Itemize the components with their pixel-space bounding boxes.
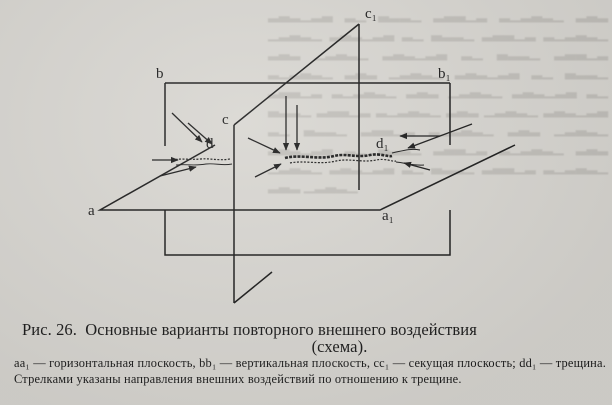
figure-number: Рис. 26. xyxy=(22,320,78,339)
arrow-icon xyxy=(254,163,282,178)
label-a1: a₁ xyxy=(382,208,394,224)
label-b: b xyxy=(156,66,164,82)
figure-legend: aa₁ — горизонтальная плоскость, bb₁ — ве… xyxy=(14,356,606,386)
label-b1: b₁ xyxy=(438,66,451,82)
bleed-through-texture: ▂▃▂▁▂▃ ▂▁ ▃▂▂▁ ▂▃▃▁▂ ▂▁▂▃▂▁ ▂▃▂ ▁▂▃▂▁ ▂▃… xyxy=(268,8,608,194)
label-d: d xyxy=(206,136,214,152)
arrow-icon xyxy=(403,161,431,171)
force-arrows xyxy=(152,96,473,178)
figure-title-scheme: (схема). xyxy=(311,337,368,356)
secant-plane-cc1 xyxy=(233,23,360,304)
planes-diagram: c₁ b b₁ c d d₁ a a₁ xyxy=(88,6,516,304)
label-c: c xyxy=(222,112,229,128)
arrow-icon xyxy=(159,165,197,177)
arrow-icon xyxy=(187,122,213,145)
label-c1: c₁ xyxy=(365,6,377,22)
horizontal-plane-aa1 xyxy=(97,144,516,211)
arrow-icon xyxy=(407,123,473,149)
figure-caption: Рис. 26. Основные варианты повторного вн… xyxy=(22,321,597,355)
label-d1: d₁ xyxy=(376,136,389,152)
figure-title: Основные варианты повторного внешнего во… xyxy=(85,320,477,339)
diagram-labels: c₁ b b₁ c d d₁ a a₁ xyxy=(88,6,451,224)
label-a: a xyxy=(88,203,95,219)
arrow-icon xyxy=(171,112,203,143)
arrow-icon xyxy=(247,137,281,154)
vertical-plane-bb1 xyxy=(164,82,451,256)
